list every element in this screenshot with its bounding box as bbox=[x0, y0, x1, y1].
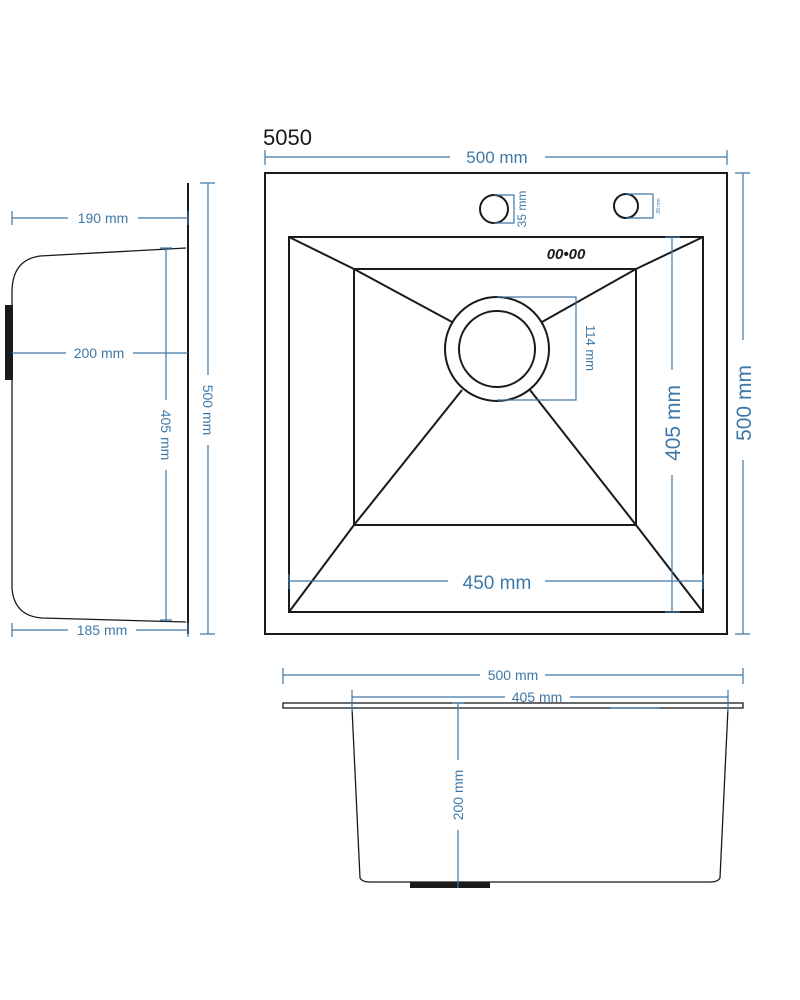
bowl-corner-lines bbox=[288, 236, 704, 613]
dim-depth-line bbox=[735, 172, 750, 635]
side-bowl-profile bbox=[11, 247, 187, 623]
accessory-hole-icon bbox=[613, 193, 639, 219]
overflow-mark: 00•00 bbox=[547, 246, 586, 263]
top-view: 5050 00•00 500 mm 500 mm 405 mm 450 mm 1… bbox=[263, 125, 756, 635]
dim-hole-small-label: 28 mm bbox=[656, 198, 662, 213]
dim-side-overall-label: 500 mm bbox=[200, 385, 216, 436]
model-number: 5050 bbox=[263, 125, 312, 150]
dim-hole-small-line bbox=[626, 193, 654, 219]
dim-front-bowl-line bbox=[351, 690, 729, 712]
dim-bowl-width-line bbox=[288, 574, 704, 589]
bowl-bottom bbox=[353, 268, 637, 526]
dim-front-overall-line bbox=[282, 668, 744, 684]
dim-side-bowl-line bbox=[160, 247, 172, 621]
bowl-rim bbox=[288, 236, 704, 613]
dim-side-top-line bbox=[11, 211, 189, 225]
dim-depth-label: 500 mm bbox=[733, 365, 756, 441]
dim-side-bowl-label: 405 mm bbox=[158, 410, 174, 461]
dim-width-line bbox=[264, 150, 728, 165]
dim-bowl-depth-label: 405 mm bbox=[662, 385, 685, 461]
dim-side-bottom-label: 185 mm bbox=[77, 622, 128, 638]
dim-bowl-width-label: 450 mm bbox=[463, 573, 532, 594]
faucet-hole-icon bbox=[479, 194, 509, 224]
sink-outline bbox=[264, 172, 728, 635]
dim-drain-label: 114 mm bbox=[583, 325, 598, 371]
dim-front-height-line bbox=[452, 702, 464, 888]
dim-side-bottom-line bbox=[11, 623, 189, 637]
side-drain-icon bbox=[5, 305, 13, 380]
dim-hole-large-label: 35 mm bbox=[515, 191, 529, 228]
front-view: 500 mm 405 mm 200 mm bbox=[282, 667, 744, 888]
dim-width-label: 500 mm bbox=[466, 148, 527, 167]
dim-side-top-label: 190 mm bbox=[78, 210, 129, 226]
dim-front-overall-label: 500 mm bbox=[488, 667, 539, 683]
dim-bowl-depth-line bbox=[665, 236, 680, 613]
dim-front-height-label: 200 mm bbox=[450, 770, 466, 821]
front-drain-icon bbox=[410, 882, 490, 888]
drain-outer-icon bbox=[444, 296, 550, 402]
side-view: 190 mm 200 mm 185 mm 405 mm 500 mm bbox=[5, 182, 216, 638]
dim-hole-large-line bbox=[494, 194, 515, 224]
front-rim bbox=[282, 702, 744, 709]
dim-front-bowl-label: 405 mm bbox=[512, 689, 563, 705]
drain-inner-icon bbox=[458, 310, 536, 388]
dim-side-height-label: 200 mm bbox=[74, 345, 125, 361]
dim-drain-line bbox=[497, 296, 577, 401]
dim-side-overall-line bbox=[200, 182, 215, 635]
front-bowl bbox=[351, 707, 729, 883]
